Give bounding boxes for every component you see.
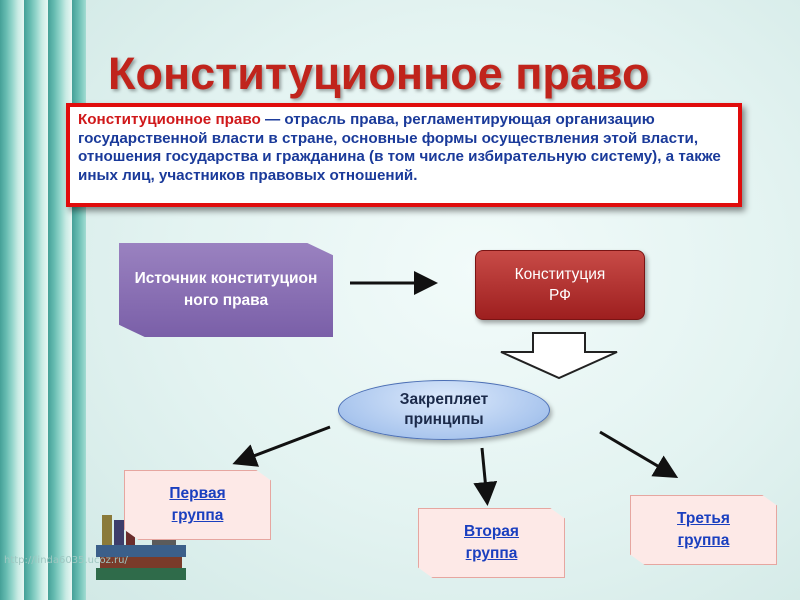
first-group-link[interactable]: Первая группа bbox=[124, 470, 271, 540]
first-group-label[interactable]: Первая группа bbox=[169, 485, 226, 524]
principles-ellipse: Закрепляет принципы bbox=[338, 380, 550, 440]
block-arrow-down bbox=[500, 332, 618, 380]
definition-text: — отрасль права, регламентирующая органи… bbox=[78, 111, 721, 184]
arrow-to-third-group bbox=[599, 430, 679, 479]
second-group-link[interactable]: Вторая группа bbox=[418, 508, 565, 578]
definition-box: Конституционное право — отрасль права, р… bbox=[66, 103, 742, 207]
source-of-law-label: Источник конституционного права bbox=[134, 270, 318, 309]
decorative-left-band bbox=[0, 0, 86, 600]
principles-label: Закрепляет принципы bbox=[399, 391, 489, 428]
constitution-label: Конституция РФ bbox=[514, 266, 606, 304]
arrow-to-second-group bbox=[473, 447, 498, 506]
source-of-law-box: Источник конституционного права bbox=[119, 243, 333, 337]
slide-title: Конституционное право bbox=[108, 48, 650, 99]
third-group-link[interactable]: Третья группа bbox=[630, 495, 777, 565]
arrow-to-first-group bbox=[232, 425, 331, 467]
second-group-label[interactable]: Вторая группа bbox=[464, 523, 519, 562]
watermark: http://linda6035.ucoz.ru/ bbox=[4, 555, 128, 566]
definition-term: Конституционное право bbox=[78, 111, 261, 128]
third-group-label[interactable]: Третья группа bbox=[677, 510, 730, 549]
constitution-box: Конституция РФ bbox=[475, 250, 645, 320]
